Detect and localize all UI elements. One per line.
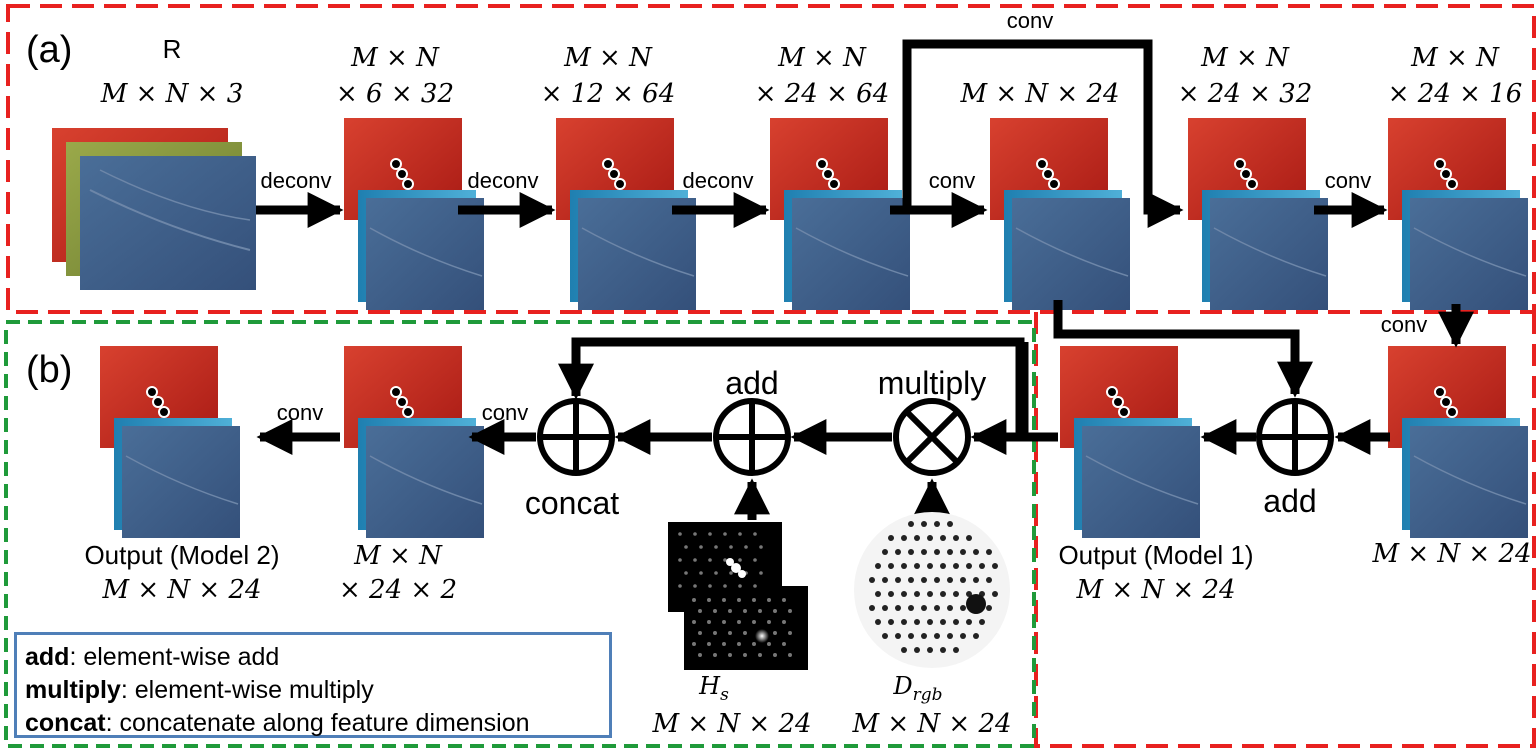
model2-stage-dims-line1: M × N	[353, 541, 443, 571]
stack-output1	[1060, 346, 1200, 538]
panel-b-label: (b)	[26, 349, 72, 391]
arrow-concat-skip	[558, 337, 1025, 437]
legend-item-concat: concat: concatenate along feature dimens…	[25, 709, 530, 737]
stack-stage2	[556, 118, 696, 310]
panel-a-border	[6, 4, 1536, 314]
panel-a-border-lower	[1034, 312, 1536, 748]
stage6-dims-line1: M × N	[1410, 43, 1500, 73]
drgb-symbol: Drgb	[892, 672, 942, 705]
stage2-dims-line1: M × N	[563, 43, 653, 73]
stage5-dims-line2: × 24 × 32	[1178, 79, 1313, 109]
input-title: R	[163, 34, 182, 64]
drgb-dims: M × N × 24	[851, 709, 1011, 739]
output1-title: Output (Model 1)	[1058, 540, 1253, 570]
stage6-dims-line2: × 24 × 16	[1388, 79, 1523, 109]
op-deconv-1: deconv	[261, 168, 332, 193]
stage1-dims-line2: × 6 × 32	[336, 79, 454, 109]
label-concat: concat	[525, 485, 619, 521]
stack-model2-stage	[344, 346, 484, 538]
stage2-dims-line2: × 12 × 64	[541, 79, 676, 109]
add-operator-1	[1256, 398, 1334, 476]
op-conv-1: conv	[929, 168, 975, 193]
panel-b-border	[4, 320, 1036, 748]
right-stage-dims: M × N × 24	[1371, 539, 1531, 569]
op-deconv-2: deconv	[468, 168, 539, 193]
legend: add: element-wise add multiply: element-…	[14, 632, 612, 738]
arrow-to-add-1	[1053, 300, 1313, 398]
op-conv-b1: conv	[482, 400, 528, 425]
arrow-skip-conv	[895, 39, 1184, 228]
stack-stage3	[770, 118, 910, 310]
output2-title: Output (Model 2)	[84, 540, 279, 570]
op-conv-down: conv	[1381, 312, 1427, 337]
legend-item-multiply: multiply: element-wise multiply	[25, 676, 374, 704]
multiply-operator	[893, 398, 971, 476]
label-add-1: add	[1263, 483, 1316, 519]
stack-stage1	[344, 118, 484, 310]
stage3-dims-line1: M × N	[777, 43, 867, 73]
model2-stage-dims-line2: × 24 × 2	[339, 575, 457, 605]
arrow-output1-to-multiply	[970, 342, 1058, 455]
hs-heatmap-stack	[668, 522, 808, 670]
op-conv-b2: conv	[277, 400, 323, 425]
stage4-dims: M × N × 24	[959, 79, 1119, 109]
add-operator-2	[713, 398, 791, 476]
label-multiply: multiply	[878, 365, 986, 401]
stage5-dims-line1: M × N	[1200, 43, 1290, 73]
op-conv-3: conv	[1325, 168, 1371, 193]
legend-item-add: add: element-wise add	[25, 643, 280, 671]
drgb-map	[854, 512, 1010, 668]
input-dims: M × N × 3	[100, 79, 244, 109]
stack-stage6	[1388, 118, 1528, 310]
stack-stage4	[990, 118, 1130, 310]
stack-stage5	[1188, 118, 1328, 310]
output1-dims: M × N × 24	[1075, 575, 1235, 605]
output2-dims: M × N × 24	[101, 575, 261, 605]
op-conv-skip: conv	[1007, 8, 1053, 33]
label-add-2: add	[725, 365, 778, 401]
hs-dims: M × N × 24	[651, 709, 811, 739]
hs-symbol: Hs	[698, 672, 729, 705]
panel-a-label: (a)	[26, 29, 72, 71]
stack-right-stage	[1388, 346, 1528, 538]
input-image-stack	[52, 128, 256, 290]
op-deconv-3: deconv	[683, 168, 754, 193]
concat-operator	[537, 398, 615, 476]
stage1-dims-line1: M × N	[350, 43, 440, 73]
stage3-dims-line2: × 24 × 64	[755, 79, 890, 109]
stack-output2	[100, 346, 240, 538]
